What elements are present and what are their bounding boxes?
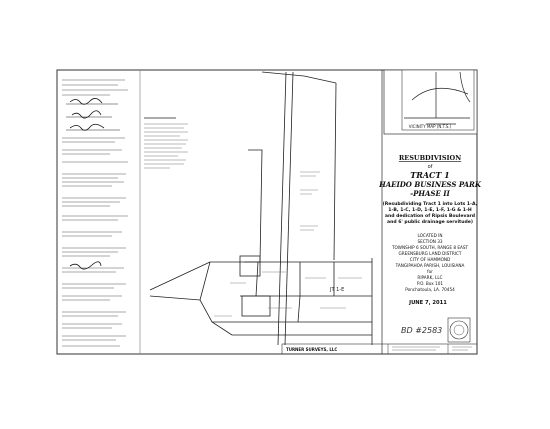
title-strip (281, 343, 478, 355)
title-park-name: HAEIDO BUSINESS PARK (378, 180, 482, 189)
for: for (427, 269, 433, 274)
owner-city: Ponchatoula, LA. 70454 (405, 287, 455, 292)
surveyor-seal-inner (453, 324, 465, 336)
owner: RIPARK, LLC (417, 275, 442, 280)
title-phase: -PHASE II (410, 189, 450, 198)
title-block: RESUBDIVISION of TRACT 1 HAEIDO BUSINESS… (378, 154, 482, 306)
surveyor-stamp (447, 317, 471, 343)
parish: TANGIPAHOA PARISH, LOUISIANA (395, 263, 465, 268)
surveyor-firm: TURNER SURVEYS, LLC (286, 347, 337, 352)
sheet-border (56, 69, 478, 355)
title-of: of (428, 164, 433, 170)
township: TOWNSHIP 6 SOUTH, RANGE 8 EAST (391, 245, 469, 250)
plat-annotations (214, 171, 362, 317)
plat-boundaries (149, 71, 373, 346)
signature-scribbles (69, 98, 105, 270)
vicinity-map-frame (401, 69, 475, 131)
general-notes-block (144, 117, 188, 169)
description-line-2: 1-B, 1-C, 1-D, 1-E, 1-F, 1-G & 1-H (388, 207, 472, 213)
vicinity-map-caption: VICINITY MAP (N.T.S.) (409, 124, 452, 129)
description-line-4: and 6' public drainage servitude) (387, 219, 473, 225)
district: GREENSBURG LAND DISTRICT (399, 251, 462, 256)
handwritten-note: BD #2583 (401, 326, 442, 335)
description-line-3: and dedication of Ripsis Boulevard (385, 213, 475, 219)
title-tract: TRACT 1 (410, 170, 449, 180)
city: CITY OF HAMMOND (410, 257, 451, 262)
title-strip-notes (392, 346, 472, 351)
description-line-1: (Resubdividing Tract 1 into Lots 1-A, (383, 201, 478, 207)
located-in: LOCATED IN (417, 233, 442, 238)
left-notes-column (62, 79, 128, 347)
vicinity-map-roads (404, 71, 471, 125)
lot-label: JT 1-E (329, 287, 344, 293)
surveyor-seal (449, 320, 469, 340)
po-box: P.O. Box 101 (417, 281, 443, 286)
title-heading: RESUBDIVISION (399, 154, 461, 162)
section: SECTION 33 (417, 239, 442, 244)
plat-date: JUNE 7, 2011 (408, 300, 447, 306)
